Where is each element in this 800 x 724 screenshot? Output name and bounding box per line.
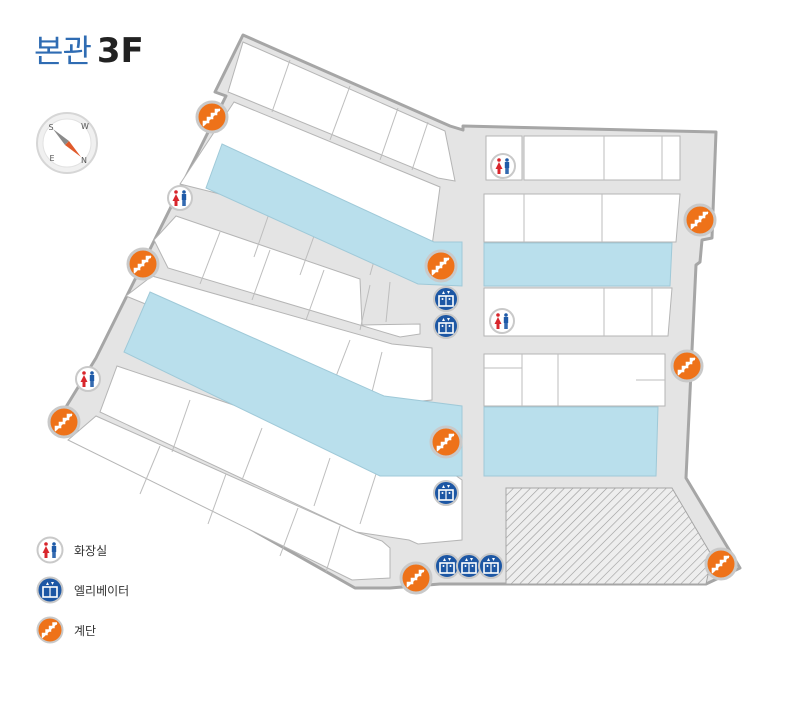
legend-label: 엘리베이터 bbox=[74, 583, 130, 598]
room-blocks bbox=[67, 41, 681, 581]
stairs-icon[interactable] bbox=[126, 247, 160, 281]
stairs-icon[interactable] bbox=[683, 203, 717, 237]
elevator-icon[interactable] bbox=[434, 553, 460, 579]
elevator-icon[interactable] bbox=[478, 553, 504, 579]
restroom-icon bbox=[36, 536, 64, 564]
floor-label: 3F bbox=[96, 31, 144, 71]
legend-item-stairs: 계단 bbox=[36, 616, 129, 644]
compass-icon: S W E N bbox=[36, 112, 98, 174]
restroom-icon[interactable] bbox=[490, 153, 516, 179]
elevator-icon[interactable] bbox=[433, 313, 459, 339]
stairs-icon[interactable] bbox=[399, 561, 433, 595]
highlight-zones bbox=[123, 143, 673, 477]
elevator-icon[interactable] bbox=[456, 553, 482, 579]
stairs-icon[interactable] bbox=[704, 547, 738, 581]
compass-label: N bbox=[81, 156, 87, 165]
legend-label: 화장실 bbox=[74, 543, 108, 558]
restroom-icon[interactable] bbox=[167, 185, 193, 211]
stairs-icon[interactable] bbox=[195, 100, 229, 134]
compass-label: E bbox=[49, 154, 54, 163]
stairs-icon[interactable] bbox=[47, 405, 81, 439]
building-name: 본관 bbox=[34, 32, 92, 70]
legend: 화장실 엘리베이터 계단 bbox=[36, 536, 129, 656]
stairs-icon[interactable] bbox=[424, 249, 458, 283]
elevator-icon[interactable] bbox=[433, 480, 459, 506]
compass-label: S bbox=[48, 123, 53, 132]
elevator-icon bbox=[36, 576, 64, 604]
restroom-icon[interactable] bbox=[75, 366, 101, 392]
stairs-icon bbox=[36, 616, 64, 644]
legend-label: 계단 bbox=[74, 623, 97, 638]
stairs-icon[interactable] bbox=[670, 349, 704, 383]
compass-label: W bbox=[81, 122, 89, 131]
restroom-icon[interactable] bbox=[489, 308, 515, 334]
elevator-icon[interactable] bbox=[433, 286, 459, 312]
legend-item-restroom: 화장실 bbox=[36, 536, 129, 564]
stairs-icon[interactable] bbox=[429, 425, 463, 459]
legend-item-elevator: 엘리베이터 bbox=[36, 576, 129, 604]
